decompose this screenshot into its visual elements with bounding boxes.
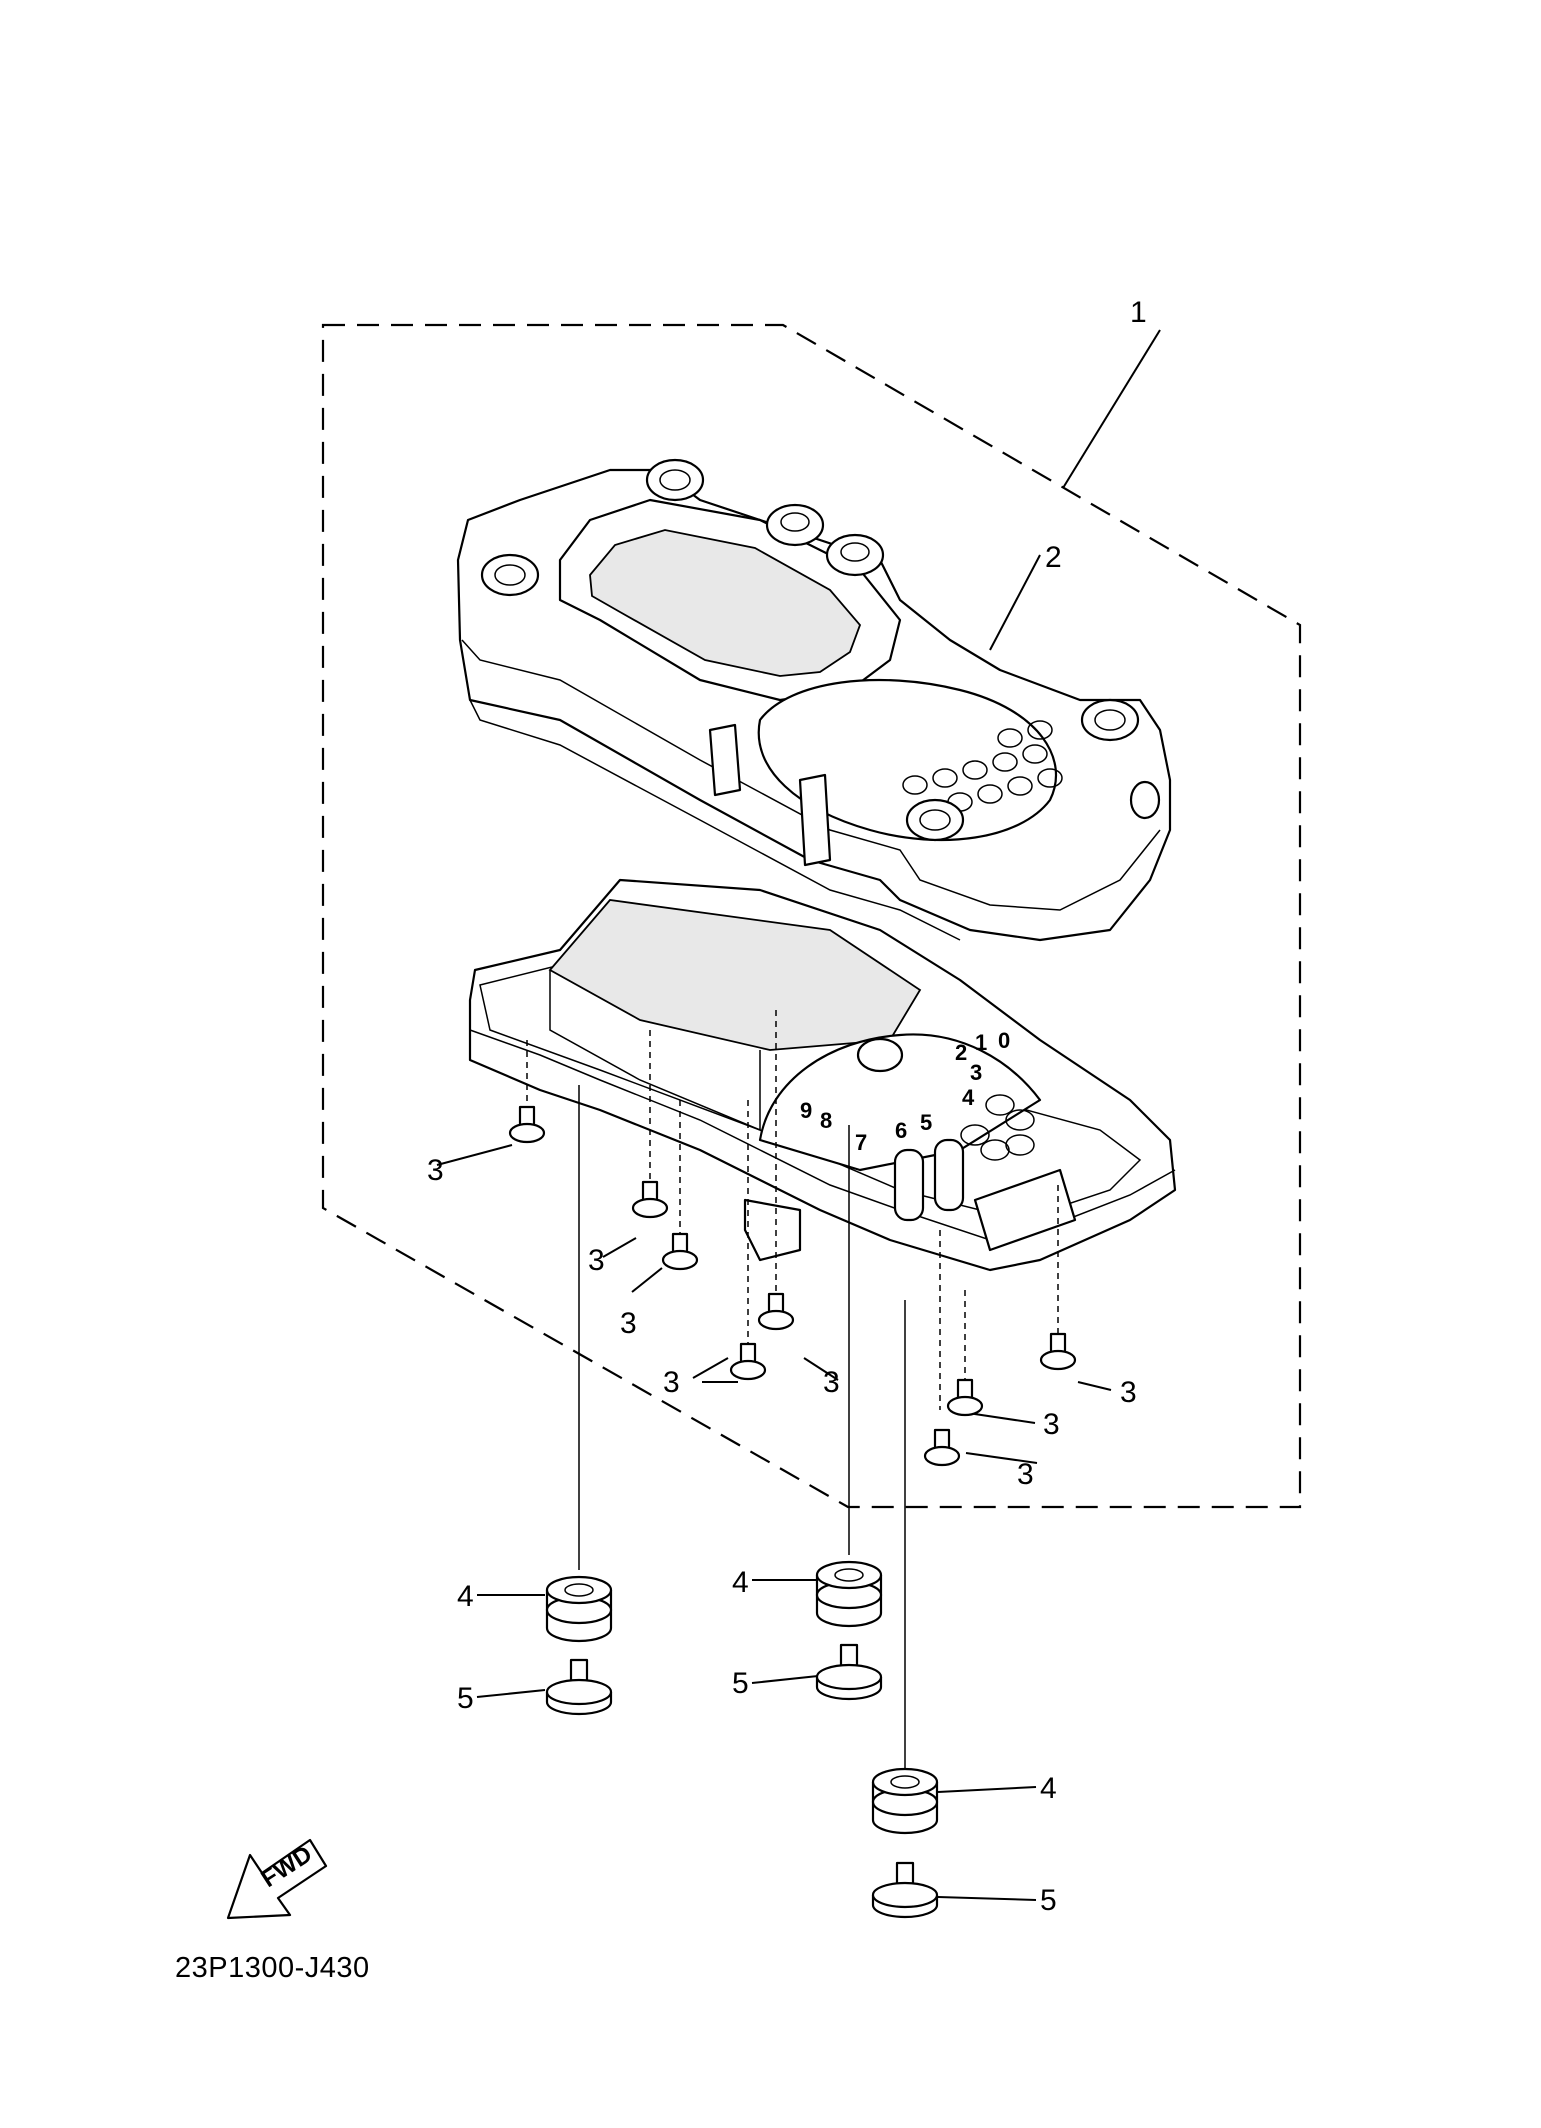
callout-3: 3 xyxy=(1120,1376,1137,1409)
screw xyxy=(1039,1332,1077,1371)
callout-4: 4 xyxy=(732,1566,749,1599)
callout-5: 5 xyxy=(457,1682,474,1715)
callout-5: 5 xyxy=(732,1667,749,1700)
dial-number-7: 7 xyxy=(855,1130,867,1155)
screw xyxy=(946,1378,984,1417)
grommet-axis-lines xyxy=(578,1085,906,1770)
callout-1: 1 xyxy=(1130,296,1147,329)
leader-lines xyxy=(436,329,1161,1901)
screws xyxy=(508,1105,1077,1467)
fwd-arrow-icon: FWD xyxy=(226,1838,328,1920)
center-lines xyxy=(526,1010,1059,1410)
screw xyxy=(923,1428,961,1467)
grommet xyxy=(871,1767,939,1835)
callout-5: 5 xyxy=(1040,1884,1057,1917)
meter-cover xyxy=(456,458,1172,942)
dial-number-3: 3 xyxy=(970,1060,982,1085)
callout-4: 4 xyxy=(457,1580,474,1613)
collar-screw xyxy=(815,1643,883,1701)
callout-4: 4 xyxy=(1040,1772,1057,1805)
dial-number-9: 9 xyxy=(800,1098,812,1123)
grommets xyxy=(545,1560,939,1835)
dial-number-2: 2 xyxy=(955,1040,967,1065)
meter-body: 0 1 2 3 4 5 6 7 8 9 xyxy=(468,878,1177,1272)
screw xyxy=(631,1180,669,1219)
assembly-boundary xyxy=(321,323,1302,1509)
dial-number-1: 1 xyxy=(975,1030,987,1055)
grommet xyxy=(545,1575,613,1643)
screw xyxy=(661,1232,699,1271)
grommet xyxy=(815,1560,883,1628)
callout-3: 3 xyxy=(1043,1408,1060,1441)
callout-3: 3 xyxy=(823,1366,840,1399)
dial-number-6: 6 xyxy=(895,1118,907,1143)
diagram-code: 23P1300-J430 xyxy=(175,1952,370,1984)
callout-3: 3 xyxy=(620,1307,637,1340)
callout-numbers: 1 2 3 3 3 3 3 3 3 3 3 4 4 4 5 5 5 xyxy=(427,296,1147,1917)
collar-screws xyxy=(545,1643,939,1919)
collar-screw xyxy=(545,1658,613,1716)
callout-3: 3 xyxy=(588,1244,605,1277)
dial-numbers: 0 1 2 3 4 5 6 7 8 9 xyxy=(800,1028,1010,1155)
callout-3: 3 xyxy=(1017,1458,1034,1491)
dial-number-5: 5 xyxy=(920,1110,932,1135)
dial-number-4: 4 xyxy=(962,1085,975,1110)
callout-3: 3 xyxy=(663,1366,680,1399)
dial-number-0: 0 xyxy=(998,1028,1010,1053)
screw xyxy=(757,1292,795,1331)
callout-2: 2 xyxy=(1045,541,1062,574)
dial-number-8: 8 xyxy=(820,1108,832,1133)
collar-screw xyxy=(871,1861,939,1919)
screw xyxy=(729,1342,767,1381)
screw xyxy=(508,1105,546,1144)
callout-3: 3 xyxy=(427,1154,444,1187)
